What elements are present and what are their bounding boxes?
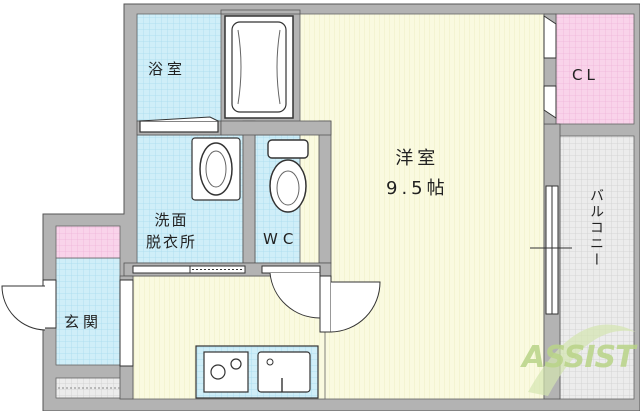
balcony-label: バルコニー [588,188,604,268]
bathroom-door [139,116,219,133]
washroom-label-line1: 洗面 [154,211,189,229]
entrance-door [1,279,134,367]
washbasin [191,137,241,201]
western-room-label: 洋室 9.5帖 [386,144,449,204]
wc-label: WC [263,230,299,248]
kitchen-counter [195,345,319,399]
closet-doors [543,15,557,119]
bathtub [224,15,294,119]
wc-door [261,265,321,319]
western-room-size: 9.5帖 [386,178,449,199]
entrance-area [55,257,121,366]
washroom-label: 洗面 脱衣所 [146,209,197,253]
western-room-area [299,13,545,400]
shoe-storage [55,225,121,259]
washroom-door [132,265,246,274]
assist-logo: ASSIST [522,340,636,375]
closet-label: CL [572,66,599,84]
bathroom-area [136,13,222,122]
western-room-name: 洋室 [395,148,440,169]
assist-logo-swoosh [528,324,636,396]
toilet [267,139,309,213]
entrance-step [55,377,123,399]
bathroom-label: 浴室 [148,60,187,78]
entrance-label: 玄関 [64,313,103,331]
room-door [319,275,381,333]
closet-area [555,13,635,125]
washroom-label-line2: 脱衣所 [146,233,198,251]
balcony-window [530,185,572,315]
